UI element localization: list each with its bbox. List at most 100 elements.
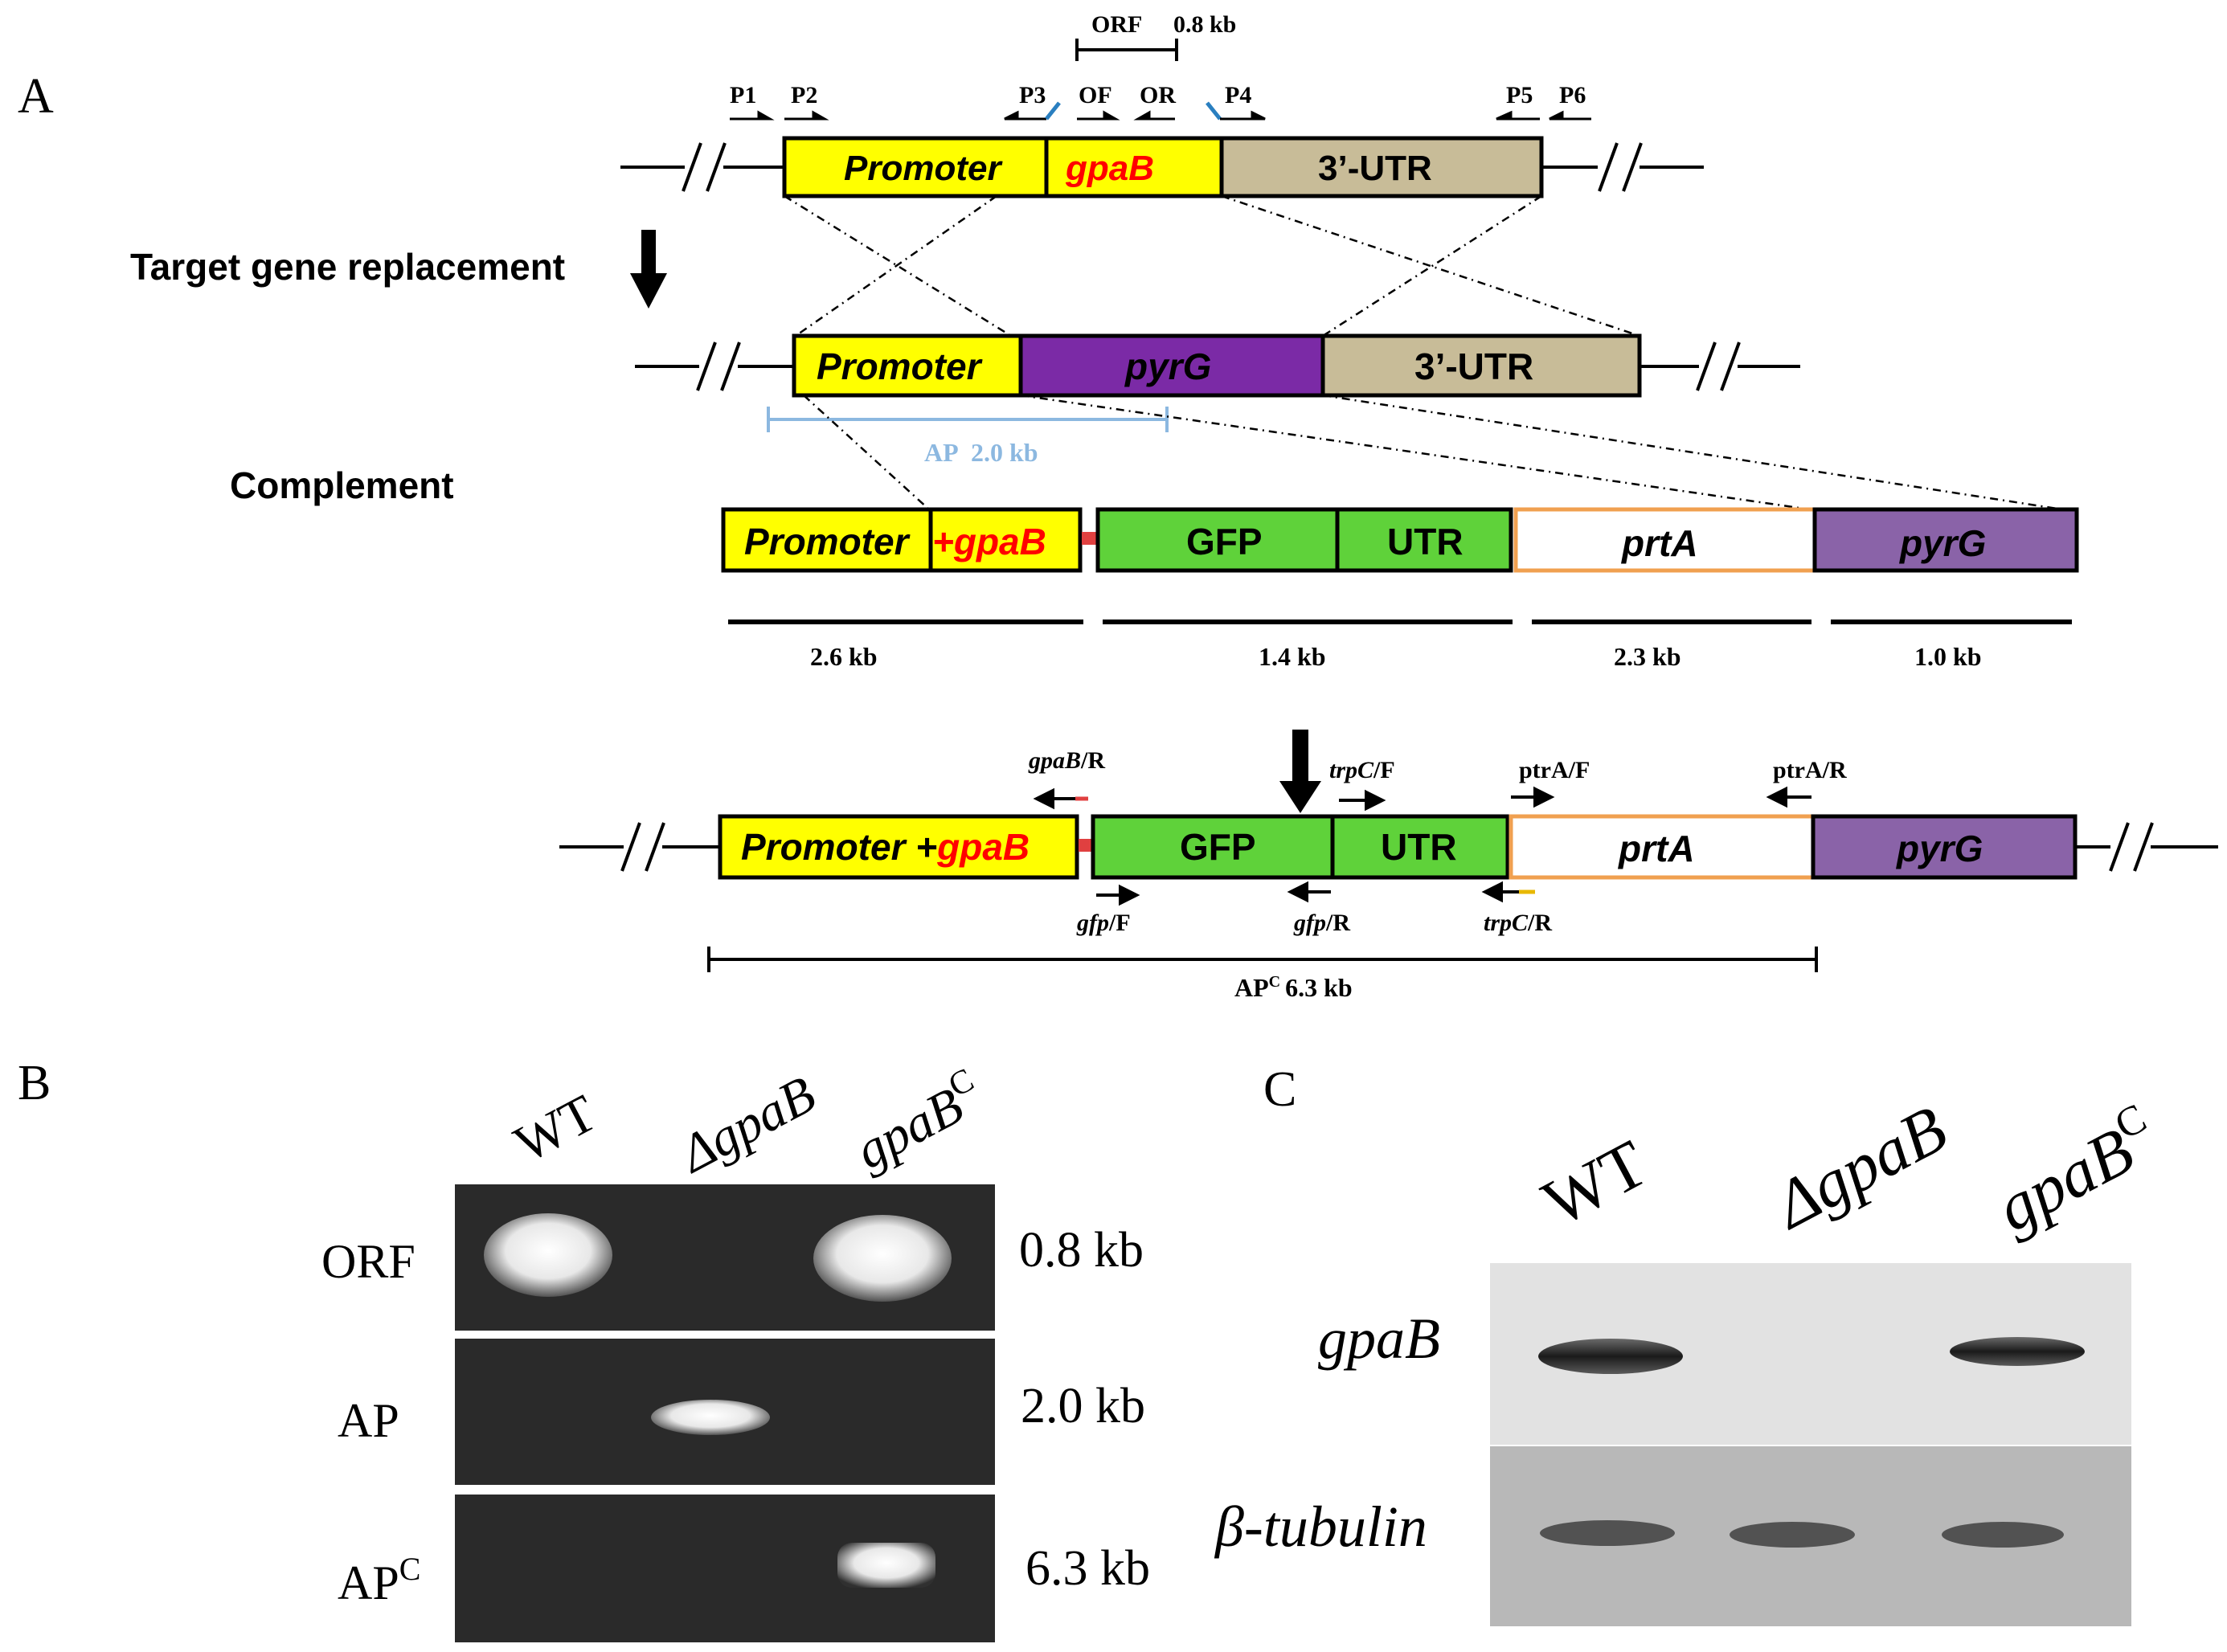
- wt-utr-label: 3’-UTR: [1318, 149, 1432, 188]
- band-tubulin-gpabc: [1942, 1522, 2064, 1548]
- panel-b-lane-wt: WT: [506, 1084, 606, 1175]
- fragment-size-1: 2.6 kb: [810, 642, 878, 671]
- primer-labels-top: P1 P2 P3 OF OR P4 P5 P6: [730, 82, 1586, 108]
- primer-p6-arrow: [1549, 110, 1591, 121]
- cl-linker: [1079, 839, 1093, 852]
- con-pyrg-box: [1812, 507, 2079, 573]
- step-complement-label: Complement: [230, 464, 454, 506]
- primer-arrows-top: [730, 101, 1591, 121]
- band-tubulin-dgpab: [1730, 1522, 1855, 1548]
- primer-of-label: OF: [1079, 82, 1112, 108]
- primer-gpab-r-label: gpaB/R: [1028, 747, 1105, 774]
- band-gpab-gpabc: [1950, 1337, 2085, 1366]
- con-promoter-label: Promoter: [744, 521, 911, 562]
- primer-or-label: OR: [1140, 82, 1176, 108]
- primer-or-arrow: [1133, 110, 1175, 121]
- primer-ptra-f-label: ptrA/F: [1519, 757, 1590, 783]
- gel-c-tubulin: [1490, 1446, 2131, 1626]
- primer-p1-arrow: [730, 110, 775, 121]
- primer-gfp-f-arrow: [1096, 884, 1140, 906]
- con-utr-label: UTR: [1387, 521, 1464, 562]
- primer-p4-arrow: [1206, 101, 1266, 121]
- panel-a: A ORF 0.8 kb P1 P2 P3 OF OR P4 P5 P6: [18, 11, 2218, 1002]
- size-label-orf: 0.8 kb: [1019, 1223, 1144, 1278]
- step-replacement-label: Target gene replacement: [130, 246, 565, 288]
- primer-p6-label: P6: [1559, 82, 1586, 108]
- ap-label: AP: [924, 438, 959, 467]
- panel-c: C WT ΔgpaB gpaBC gpaB β-tubulin: [1214, 1062, 2170, 1626]
- wt-gene-label: gpaB: [1065, 149, 1154, 188]
- del-utr-label: 3’-UTR: [1414, 346, 1533, 387]
- gel-b-apc: [455, 1495, 995, 1642]
- con-pyrg-label: pyrG: [1898, 522, 1986, 564]
- primer-p2-label: P2: [791, 82, 817, 108]
- fragment-size-3: 2.3 kb: [1614, 642, 1681, 671]
- row-label-tubulin: β-tubulin: [1214, 1495, 1427, 1559]
- primer-gpab-r-arrow: [1033, 787, 1088, 810]
- orf-scale: ORF 0.8 kb: [1075, 11, 1236, 61]
- con-gene-box: [928, 507, 1083, 573]
- crossover-lines-1: [784, 194, 1640, 337]
- complemented-primers-bottom: gfp/F gfp/R trpC/R: [1076, 910, 1552, 936]
- con-gfp-label: GFP: [1186, 521, 1263, 562]
- row-label-orf: ORF: [321, 1235, 416, 1288]
- down-arrow-2: [1279, 730, 1321, 813]
- panel-a-label: A: [18, 69, 54, 124]
- cl-prta-label: prtA: [1617, 828, 1695, 869]
- panel-b-lane-dgpab: ΔgpaB: [669, 1065, 825, 1184]
- con-gfp-box: [1095, 507, 1340, 573]
- del-promoter-label: Promoter: [817, 346, 983, 387]
- panel-c-lane-gpabc: gpaBC: [1982, 1095, 2170, 1246]
- down-arrow-1: [630, 230, 667, 309]
- cl-gfp-label: GFP: [1180, 826, 1256, 868]
- primer-ptra-r-arrow: [1766, 786, 1811, 808]
- primer-p5-arrow: [1496, 110, 1540, 121]
- primer-gfp-r-label: gfp/R: [1293, 910, 1350, 936]
- wild-type-locus: Promoter gpaB 3’-UTR: [620, 136, 1704, 198]
- panel-b-size-labels: 0.8 kb 2.0 kb 6.3 kb: [1019, 1223, 1150, 1596]
- primer-of-arrow: [1077, 110, 1120, 121]
- primer-trpc-r-arrow: [1481, 881, 1535, 903]
- primer-p5-label: P5: [1506, 82, 1533, 108]
- fragment-size-bars: 2.6 kb 1.4 kb 2.3 kb 1.0 kb: [728, 620, 2072, 671]
- fragment-size-4: 1.0 kb: [1914, 642, 1982, 671]
- size-label-ap: 2.0 kb: [1021, 1379, 1145, 1433]
- size-label-apc: 6.3 kb: [1025, 1541, 1150, 1596]
- con-gene-label: +gpaB: [932, 521, 1046, 562]
- primer-trpc-f-label: trpC/F: [1329, 757, 1395, 783]
- con-linker: [1082, 532, 1096, 545]
- primer-p2-arrow: [784, 110, 829, 121]
- cl-promoter-label: Promoter +gpaB: [741, 826, 1030, 868]
- band-gpab-wt: [1538, 1339, 1683, 1374]
- crossover-lines-2: [803, 394, 2063, 511]
- orf-size: 0.8 kb: [1173, 11, 1236, 38]
- fragment-size-2: 1.4 kb: [1259, 642, 1326, 671]
- del-pyrg-box: [1018, 333, 1325, 398]
- panel-c-lane-wt: WT: [1531, 1126, 1659, 1241]
- del-promoter-box: [792, 333, 1023, 398]
- deletion-locus: Promoter pyrG 3’-UTR: [635, 333, 1800, 398]
- orf-label: ORF: [1091, 11, 1142, 38]
- gel-c-gpab: [1490, 1263, 2131, 1445]
- wt-promoter-label: Promoter: [844, 149, 1003, 188]
- cl-utr-box: [1330, 814, 1510, 880]
- complemented-primer-arrows-bottom: [1096, 881, 1535, 906]
- panel-b-row-labels: ORF AP APC: [321, 1235, 420, 1609]
- panel-b-label: B: [18, 1056, 51, 1110]
- del-pyrg-label: pyrG: [1124, 346, 1211, 387]
- complemented-primer-arrows-top: [1033, 786, 1811, 812]
- band-orf-wt: [484, 1213, 612, 1297]
- primer-trpc-r-label: trpC/R: [1484, 910, 1552, 936]
- panel-c-row-labels: gpaB β-tubulin: [1214, 1306, 1440, 1559]
- complemented-primers-top: gpaB/R trpC/F ptrA/F ptrA/R: [1028, 747, 1847, 783]
- panel-b: B WT ΔgpaB gpaBC ORF AP APC 0.8 kb: [18, 1056, 1150, 1642]
- gel-b-ap: [455, 1339, 995, 1485]
- primer-p3-arrow: [1004, 101, 1061, 121]
- gel-b-orf: [455, 1184, 995, 1331]
- con-promoter-box: [721, 507, 933, 573]
- primer-gfp-r-arrow: [1287, 881, 1331, 903]
- band-orf-gpabc: [813, 1215, 952, 1302]
